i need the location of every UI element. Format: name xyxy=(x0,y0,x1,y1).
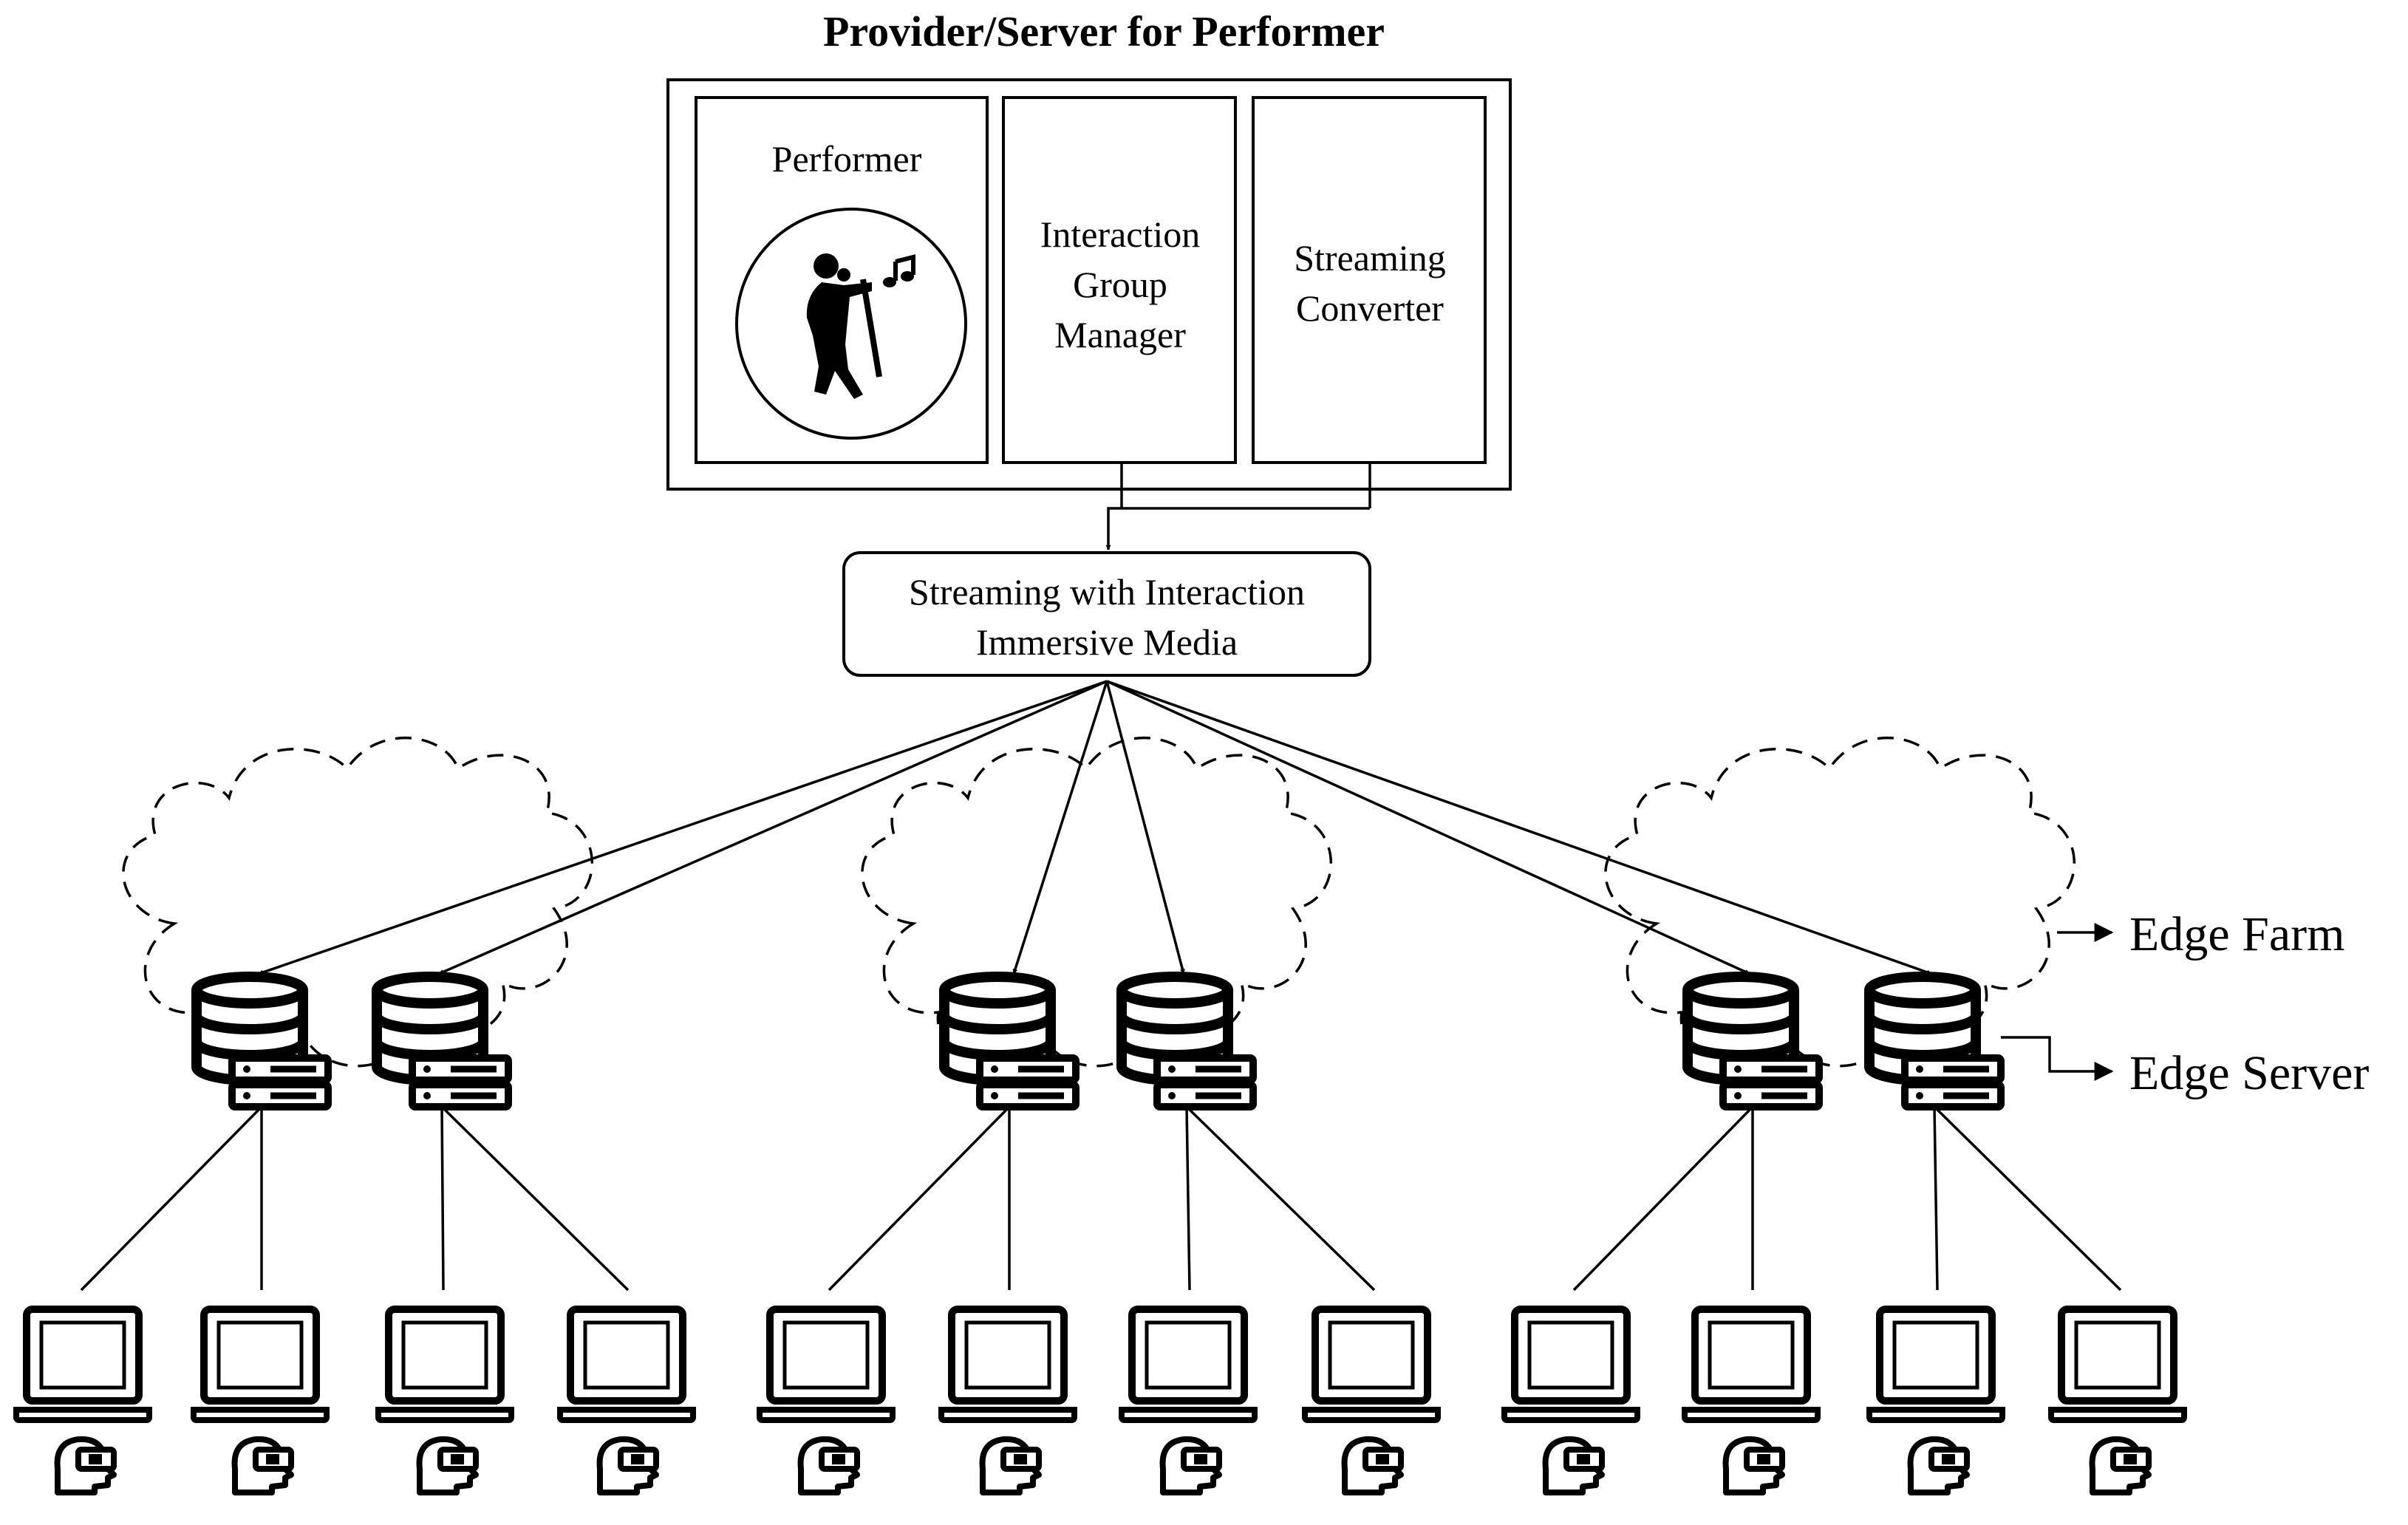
vr-headset-user-icon xyxy=(801,1439,857,1492)
vr-users xyxy=(58,1439,2149,1492)
edge-server-icon xyxy=(1122,977,1253,1107)
music-note-icon xyxy=(883,254,915,287)
streaming-interaction-box xyxy=(842,551,1371,677)
vr-headset-user-icon xyxy=(1345,1439,1401,1492)
performer-label: Performer xyxy=(772,138,922,180)
laptop-icon xyxy=(941,1309,1074,1420)
vr-headset-user-icon xyxy=(1726,1439,1782,1492)
client-links xyxy=(80,1105,2122,1292)
streaming-links xyxy=(258,680,1932,975)
vr-headset-user-icon xyxy=(1163,1439,1219,1492)
vr-headset-user-icon xyxy=(58,1439,114,1492)
laptop-icon xyxy=(1122,1309,1255,1420)
vr-headset-user-icon xyxy=(1546,1439,1602,1492)
singer-icon xyxy=(806,253,882,399)
laptop-icon xyxy=(1685,1309,1818,1420)
laptop-icon xyxy=(1305,1309,1438,1420)
laptop-icon xyxy=(760,1309,893,1420)
edge-farm-cloud-3 xyxy=(1604,736,2076,1068)
edge-server-icon xyxy=(377,977,508,1107)
converter-label-line-2: Converter xyxy=(1296,287,1444,329)
edge-farm-3 xyxy=(1688,977,2001,1107)
merge-connector xyxy=(1105,507,1370,550)
vr-headset-user-icon xyxy=(420,1439,476,1492)
laptop-icon xyxy=(194,1309,327,1420)
diagram-title: Provider/Server for Performer xyxy=(823,7,1385,55)
edge-server-icon xyxy=(1688,977,1819,1107)
edge-server-label: Edge Server xyxy=(2129,1046,2369,1100)
edge-farm-2 xyxy=(944,977,1253,1107)
group-manager-label-line-1: Interaction xyxy=(1040,214,1201,255)
edge-server-pointer xyxy=(2001,1036,2114,1081)
client-laptops xyxy=(16,1309,2184,1420)
laptop-icon xyxy=(1504,1309,1637,1420)
vr-headset-user-icon xyxy=(600,1439,656,1492)
vr-headset-user-icon xyxy=(235,1439,291,1492)
edge-server-icon xyxy=(1869,977,2001,1107)
vr-headset-user-icon xyxy=(2092,1439,2149,1492)
interaction-group-manager-module xyxy=(1002,96,1237,464)
edge-farm-1 xyxy=(197,977,508,1107)
performer-circle xyxy=(735,208,967,440)
edge-farm-cloud-2 xyxy=(861,736,1333,1068)
edge-server-icon xyxy=(197,977,328,1107)
laptop-icon xyxy=(378,1309,511,1420)
streaming-converter-module xyxy=(1252,96,1487,464)
streaming-box-line-2: Immersive Media xyxy=(976,621,1238,663)
edge-server-icon xyxy=(944,977,1076,1107)
edge-farm-label: Edge Farm xyxy=(2129,907,2344,961)
laptop-icon xyxy=(16,1309,149,1420)
laptop-icon xyxy=(2051,1309,2184,1420)
vr-headset-user-icon xyxy=(983,1439,1039,1492)
laptop-icon xyxy=(1869,1309,2002,1420)
vr-headset-user-icon xyxy=(1911,1439,1967,1492)
laptop-icon xyxy=(560,1309,693,1420)
streaming-box-line-1: Streaming with Interaction xyxy=(909,571,1305,613)
group-manager-label-line-3: Manager xyxy=(1054,314,1186,355)
converter-label-line-1: Streaming xyxy=(1294,237,1446,279)
group-manager-label-line-2: Group xyxy=(1073,264,1167,305)
